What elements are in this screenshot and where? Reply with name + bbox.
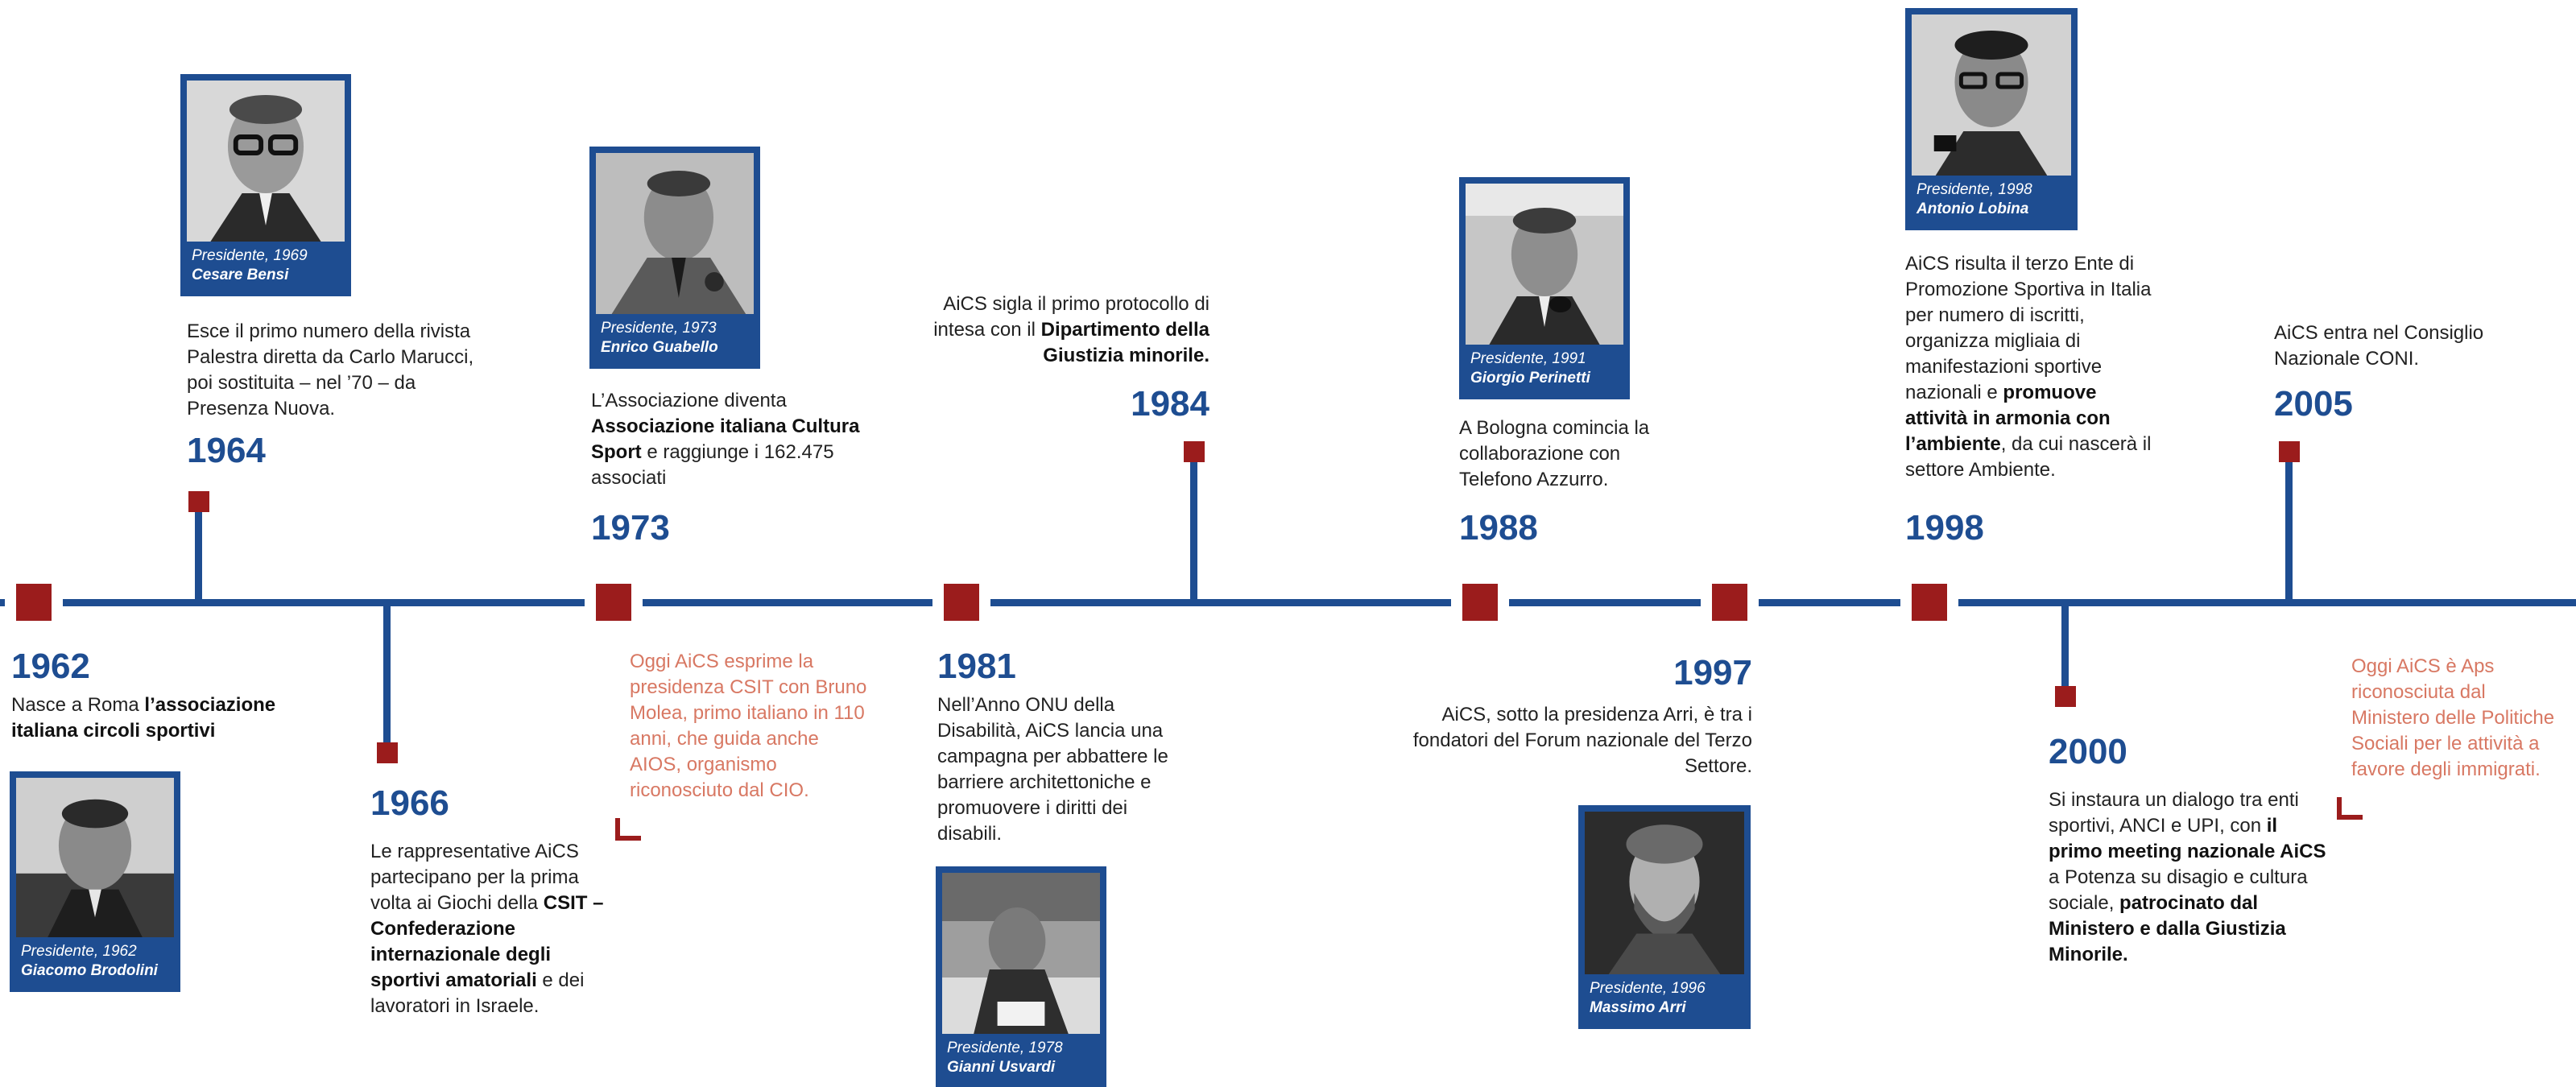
- year-2000: 2000: [2049, 732, 2127, 771]
- connector-1964: [195, 507, 202, 601]
- year-1966: 1966: [370, 783, 449, 823]
- portrait-perinetti-caption: Presidente, 1991: [1470, 350, 1586, 367]
- portrait-lobina-caption: Presidente, 1998: [1916, 181, 2032, 198]
- portrait-brodolini: Presidente, 1962 Giacomo Brodolini: [10, 771, 180, 992]
- connector-1966: [383, 605, 391, 742]
- event-2005-text: AiCS entra nel Consiglio Nazionale CONI.: [2274, 322, 2484, 370]
- portrait-bensi-caption: Presidente, 1969: [192, 247, 308, 264]
- portrait-guabello-name: Enrico Guabello: [601, 339, 718, 356]
- tick-1964: [188, 491, 209, 512]
- year-1984: 1984: [1131, 384, 1209, 424]
- connector-2005: [2285, 462, 2293, 601]
- portrait-arri-image: [1585, 812, 1744, 974]
- portrait-bensi-image: [187, 81, 345, 242]
- event-1984-text: AiCS sigla il primo protocollo di intesa…: [933, 293, 1209, 366]
- portrait-lobina: Presidente, 1998 Antonio Lobina: [1905, 8, 2078, 230]
- connector-2000: [2061, 605, 2069, 686]
- tick-2005: [2279, 441, 2300, 462]
- event-1988-text: A Bologna comincia la collaborazione con…: [1459, 417, 1650, 490]
- tick-1966: [377, 742, 398, 763]
- event-2000-text: Si instaura un dialogo tra enti sportivi…: [2049, 789, 2326, 965]
- event-1964-text: Esce il primo numero della rivista Pales…: [187, 320, 474, 420]
- connector-1984: [1190, 462, 1197, 601]
- portrait-guabello: Presidente, 1973 Enrico Guabello: [589, 147, 760, 369]
- event-1973-text: L’Associazione diventa Associazione ital…: [591, 390, 860, 489]
- note-csit: Oggi AiCS esprime la presidenza CSIT con…: [630, 651, 867, 801]
- node-1981: [944, 584, 979, 621]
- portrait-arri-name: Massimo Arri: [1590, 999, 1686, 1016]
- portrait-arri: Presidente, 1996 Massimo Arri: [1578, 805, 1751, 1029]
- event-1998-text: AiCS risulta il terzo Ente di Promozione…: [1905, 253, 2152, 481]
- portrait-usvardi-name: Gianni Usvardi: [947, 1059, 1056, 1076]
- portrait-guabello-caption: Presidente, 1973: [601, 320, 717, 337]
- tick-2000: [2055, 686, 2076, 707]
- portrait-perinetti-name: Giorgio Perinetti: [1470, 370, 1590, 386]
- portrait-lobina-name: Antonio Lobina: [1916, 200, 2029, 217]
- node-1988: [1462, 584, 1498, 621]
- portrait-brodolini-caption: Presidente, 1962: [21, 943, 137, 960]
- event-1981-text: Nell’Anno ONU della Disabilità, AiCS lan…: [937, 694, 1168, 845]
- timeline-axis: [0, 599, 2576, 606]
- portrait-bensi: Presidente, 1969 Cesare Bensi: [180, 74, 351, 296]
- year-2005: 2005: [2274, 384, 2353, 424]
- portrait-guabello-image: [596, 153, 754, 314]
- year-1964: 1964: [187, 431, 266, 470]
- portrait-usvardi-caption: Presidente, 1978: [947, 1039, 1063, 1056]
- event-1997-text: AiCS, sotto la presidenza Arri, è tra i …: [1412, 704, 1752, 777]
- year-1997: 1997: [1673, 653, 1752, 692]
- event-1966-text: Le rappresentative AiCS partecipano per …: [370, 841, 604, 1017]
- portrait-brodolini-name: Giacomo Brodolini: [21, 962, 158, 979]
- portrait-usvardi: Presidente, 1978 Gianni Usvardi: [936, 866, 1106, 1087]
- tick-1984: [1184, 441, 1205, 462]
- node-1962: [16, 584, 52, 621]
- year-1962: 1962: [11, 647, 90, 686]
- note-aps: Oggi AiCS è Aps riconosciuta dal Ministe…: [2351, 655, 2555, 780]
- portrait-lobina-image: [1912, 14, 2071, 176]
- note-aps-bracket: [2337, 797, 2363, 820]
- node-1973: [596, 584, 631, 621]
- portrait-arri-caption: Presidente, 1996: [1590, 980, 1706, 997]
- portrait-usvardi-image: [942, 873, 1100, 1034]
- portrait-perinetti: Presidente, 1991 Giorgio Perinetti: [1459, 177, 1630, 399]
- node-1998: [1912, 584, 1947, 621]
- portrait-perinetti-image: [1466, 184, 1623, 345]
- note-csit-bracket: [615, 818, 641, 841]
- node-1997: [1712, 584, 1747, 621]
- year-1973: 1973: [591, 508, 670, 548]
- event-1962-text: Nasce a Roma l’associazione italiana cir…: [11, 694, 276, 742]
- year-1998: 1998: [1905, 508, 1984, 548]
- portrait-bensi-name: Cesare Bensi: [192, 267, 289, 283]
- portrait-brodolini-image: [16, 778, 174, 937]
- year-1981: 1981: [937, 647, 1016, 686]
- year-1988: 1988: [1459, 508, 1538, 548]
